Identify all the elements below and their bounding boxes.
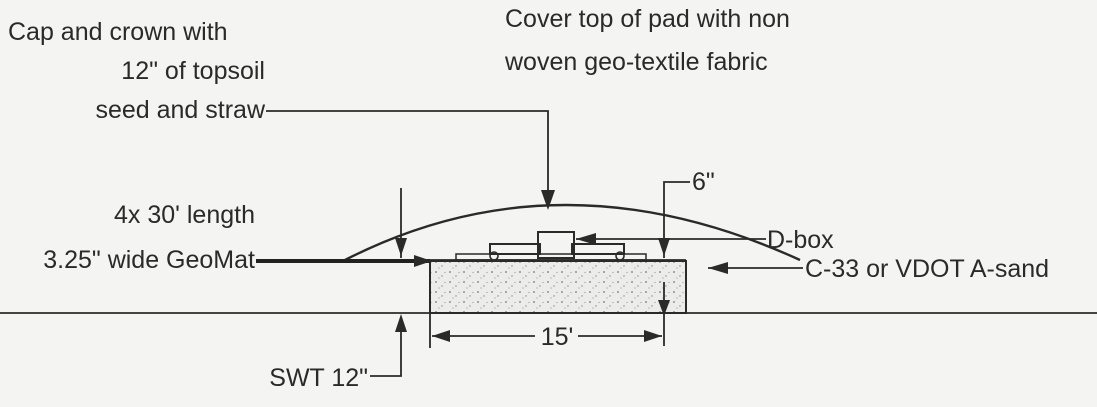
dbox-pipe-right [571,243,625,255]
width-label: 15' [541,323,574,351]
length-label-line1: 4x 30' length [114,201,255,229]
depth-dim-arrow [395,238,407,256]
cover-label-line1: Cover top of pad with non [505,5,790,33]
six-inch-label: 6" [692,168,715,196]
depth-lower-arrow [658,300,670,316]
soil-cap-crown [344,203,801,262]
sand-label: C-33 or VDOT A-sand [805,255,1049,283]
cover-label-line2: woven geo-textile fabric [504,48,768,76]
cap-label-line1: Cap and crown with [8,18,228,46]
dbox-base [455,253,647,261]
six-inch-arrow [658,238,670,256]
dbox-pipe-left [489,243,541,255]
width-arrow-right [644,330,662,342]
dbox-arrowhead [576,233,596,245]
dbox-fitting-right [615,251,625,261]
cap-label-line3: seed and straw [95,96,265,124]
sand-arrowhead [708,262,728,274]
width-arrow-left [432,330,450,342]
cap-label-line2: 12" of topsoil [121,57,265,85]
length-label-line2: 3.25" wide GeoMat [43,246,255,274]
swt-label: SWT 12" [269,364,368,392]
dbox-fitting-left [489,251,499,261]
sand-pad [429,260,687,314]
geomat-arrowhead [414,255,432,267]
cover-fabric-leader [266,110,549,198]
dbox-label: D-box [767,226,834,254]
six-inch-leader [663,181,690,258]
swt-arrowhead [395,314,407,332]
cover-fabric-arrowhead [541,190,555,210]
swt-leader [370,318,402,377]
